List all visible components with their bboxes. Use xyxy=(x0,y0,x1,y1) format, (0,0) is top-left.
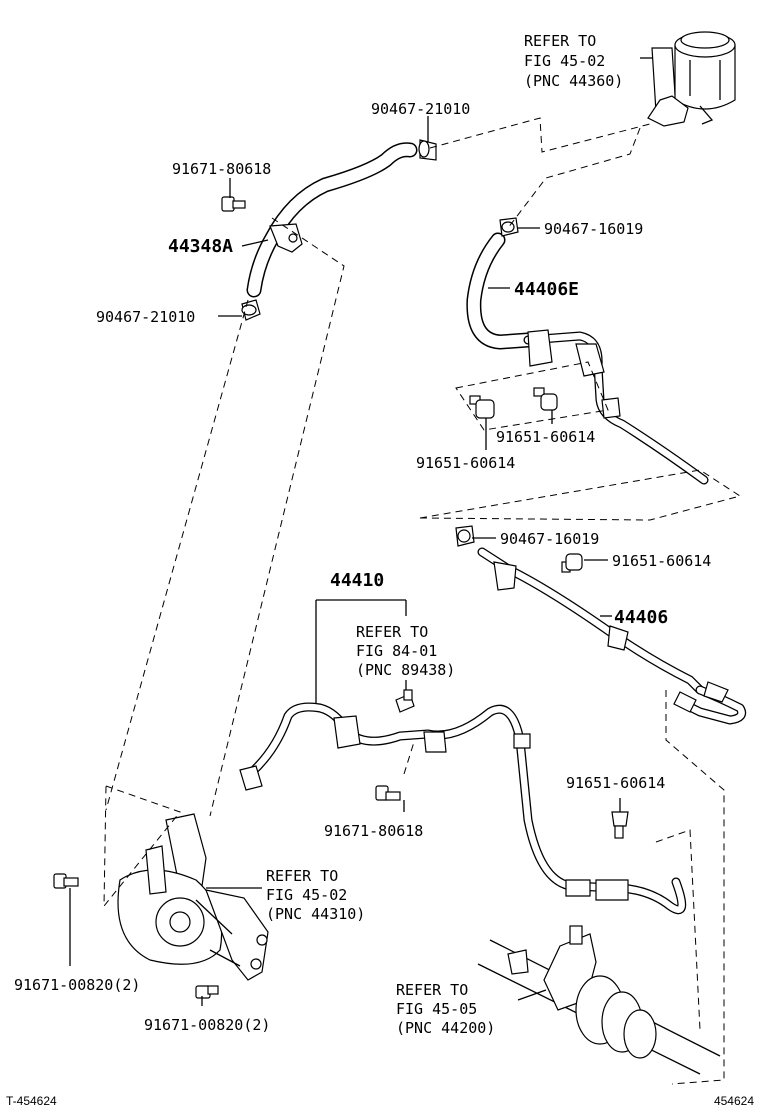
clamp-right-lower xyxy=(455,525,475,547)
label-ref-switch: REFER TO FIG 84-01 (PNC 89438) xyxy=(356,623,455,679)
svg-text:REFER TO: REFER TO xyxy=(356,623,428,641)
label-bolt-pump-left: 91671-00820(2) xyxy=(14,976,140,994)
label-ref-pump: REFER TO FIG 45-02 (PNC 44310) xyxy=(266,867,365,923)
footer-right-code: 454624 xyxy=(714,1094,754,1108)
svg-text:(PNC 44360): (PNC 44360) xyxy=(524,72,623,90)
label-bolt-mid-a: 91651-60614 xyxy=(416,454,515,472)
label-bolt-center: 91671-80618 xyxy=(324,822,423,840)
label-hose-44406e: 44406E xyxy=(514,279,579,300)
svg-text:FIG 84-01: FIG 84-01 xyxy=(356,642,437,660)
bolt-pump-bottom xyxy=(195,985,219,999)
clamp-mid-left xyxy=(241,299,261,321)
leader-lines xyxy=(69,57,652,1006)
label-bolt-mid-b: 91651-60614 xyxy=(496,428,595,446)
power-steering-pump xyxy=(117,813,269,981)
svg-text:FIG 45-02: FIG 45-02 xyxy=(266,886,347,904)
bracket-44348a xyxy=(269,223,303,253)
guide-lines xyxy=(103,117,742,1085)
svg-text:FIG 45-02: FIG 45-02 xyxy=(524,52,605,70)
label-ref-reservoir: REFER TO FIG 45-02 (PNC 44360) xyxy=(524,32,623,90)
tube-44410 xyxy=(239,702,687,915)
bolt-top-left xyxy=(221,196,246,212)
tube-44406 xyxy=(477,547,747,725)
bolt-center xyxy=(375,785,401,801)
steering-gear xyxy=(477,925,721,1075)
label-tube-44406: 44406 xyxy=(614,607,668,628)
label-bolt-right-bottom: 91651-60614 xyxy=(566,774,665,792)
clamp-right-upper xyxy=(499,217,519,237)
footer-left-code: T-454624 xyxy=(6,1094,57,1108)
label-clamp-right-upper: 90467-16019 xyxy=(544,220,643,238)
svg-text:REFER TO: REFER TO xyxy=(524,32,596,50)
label-clamp-right-lower: 90467-16019 xyxy=(500,530,599,548)
bolt-mid-b xyxy=(533,387,558,411)
svg-text:(PNC 89438): (PNC 89438) xyxy=(356,661,455,679)
label-bolt-pump-bottom: 91671-00820(2) xyxy=(144,1016,270,1034)
bracket-44406e xyxy=(527,329,621,419)
svg-text:REFER TO: REFER TO xyxy=(266,867,338,885)
svg-text:FIG 45-05: FIG 45-05 xyxy=(396,1000,477,1018)
svg-text:(PNC 44200): (PNC 44200) xyxy=(396,1019,495,1037)
reservoir-tank xyxy=(647,31,736,127)
label-bolt-right-lower: 91651-60614 xyxy=(612,552,711,570)
svg-text:REFER TO: REFER TO xyxy=(396,981,468,999)
bolt-right-bottom xyxy=(611,811,629,839)
label-tube-44410: 44410 xyxy=(330,570,384,591)
clamp-top xyxy=(418,139,437,161)
label-hose-44348a: 44348A xyxy=(168,236,233,257)
label-clamp-mid-left: 90467-21010 xyxy=(96,308,195,326)
label-ref-gear: REFER TO FIG 45-05 (PNC 44200) xyxy=(396,981,495,1037)
pressure-switch xyxy=(395,689,415,713)
bolt-mid-a xyxy=(469,395,495,419)
bolt-right-lower xyxy=(561,553,583,573)
hose-44348a xyxy=(246,142,418,298)
label-bolt-top-left: 91671-80618 xyxy=(172,160,271,178)
svg-text:(PNC 44310): (PNC 44310) xyxy=(266,905,365,923)
bolt-pump-left xyxy=(53,873,79,889)
label-clamp-top: 90467-21010 xyxy=(371,100,470,118)
